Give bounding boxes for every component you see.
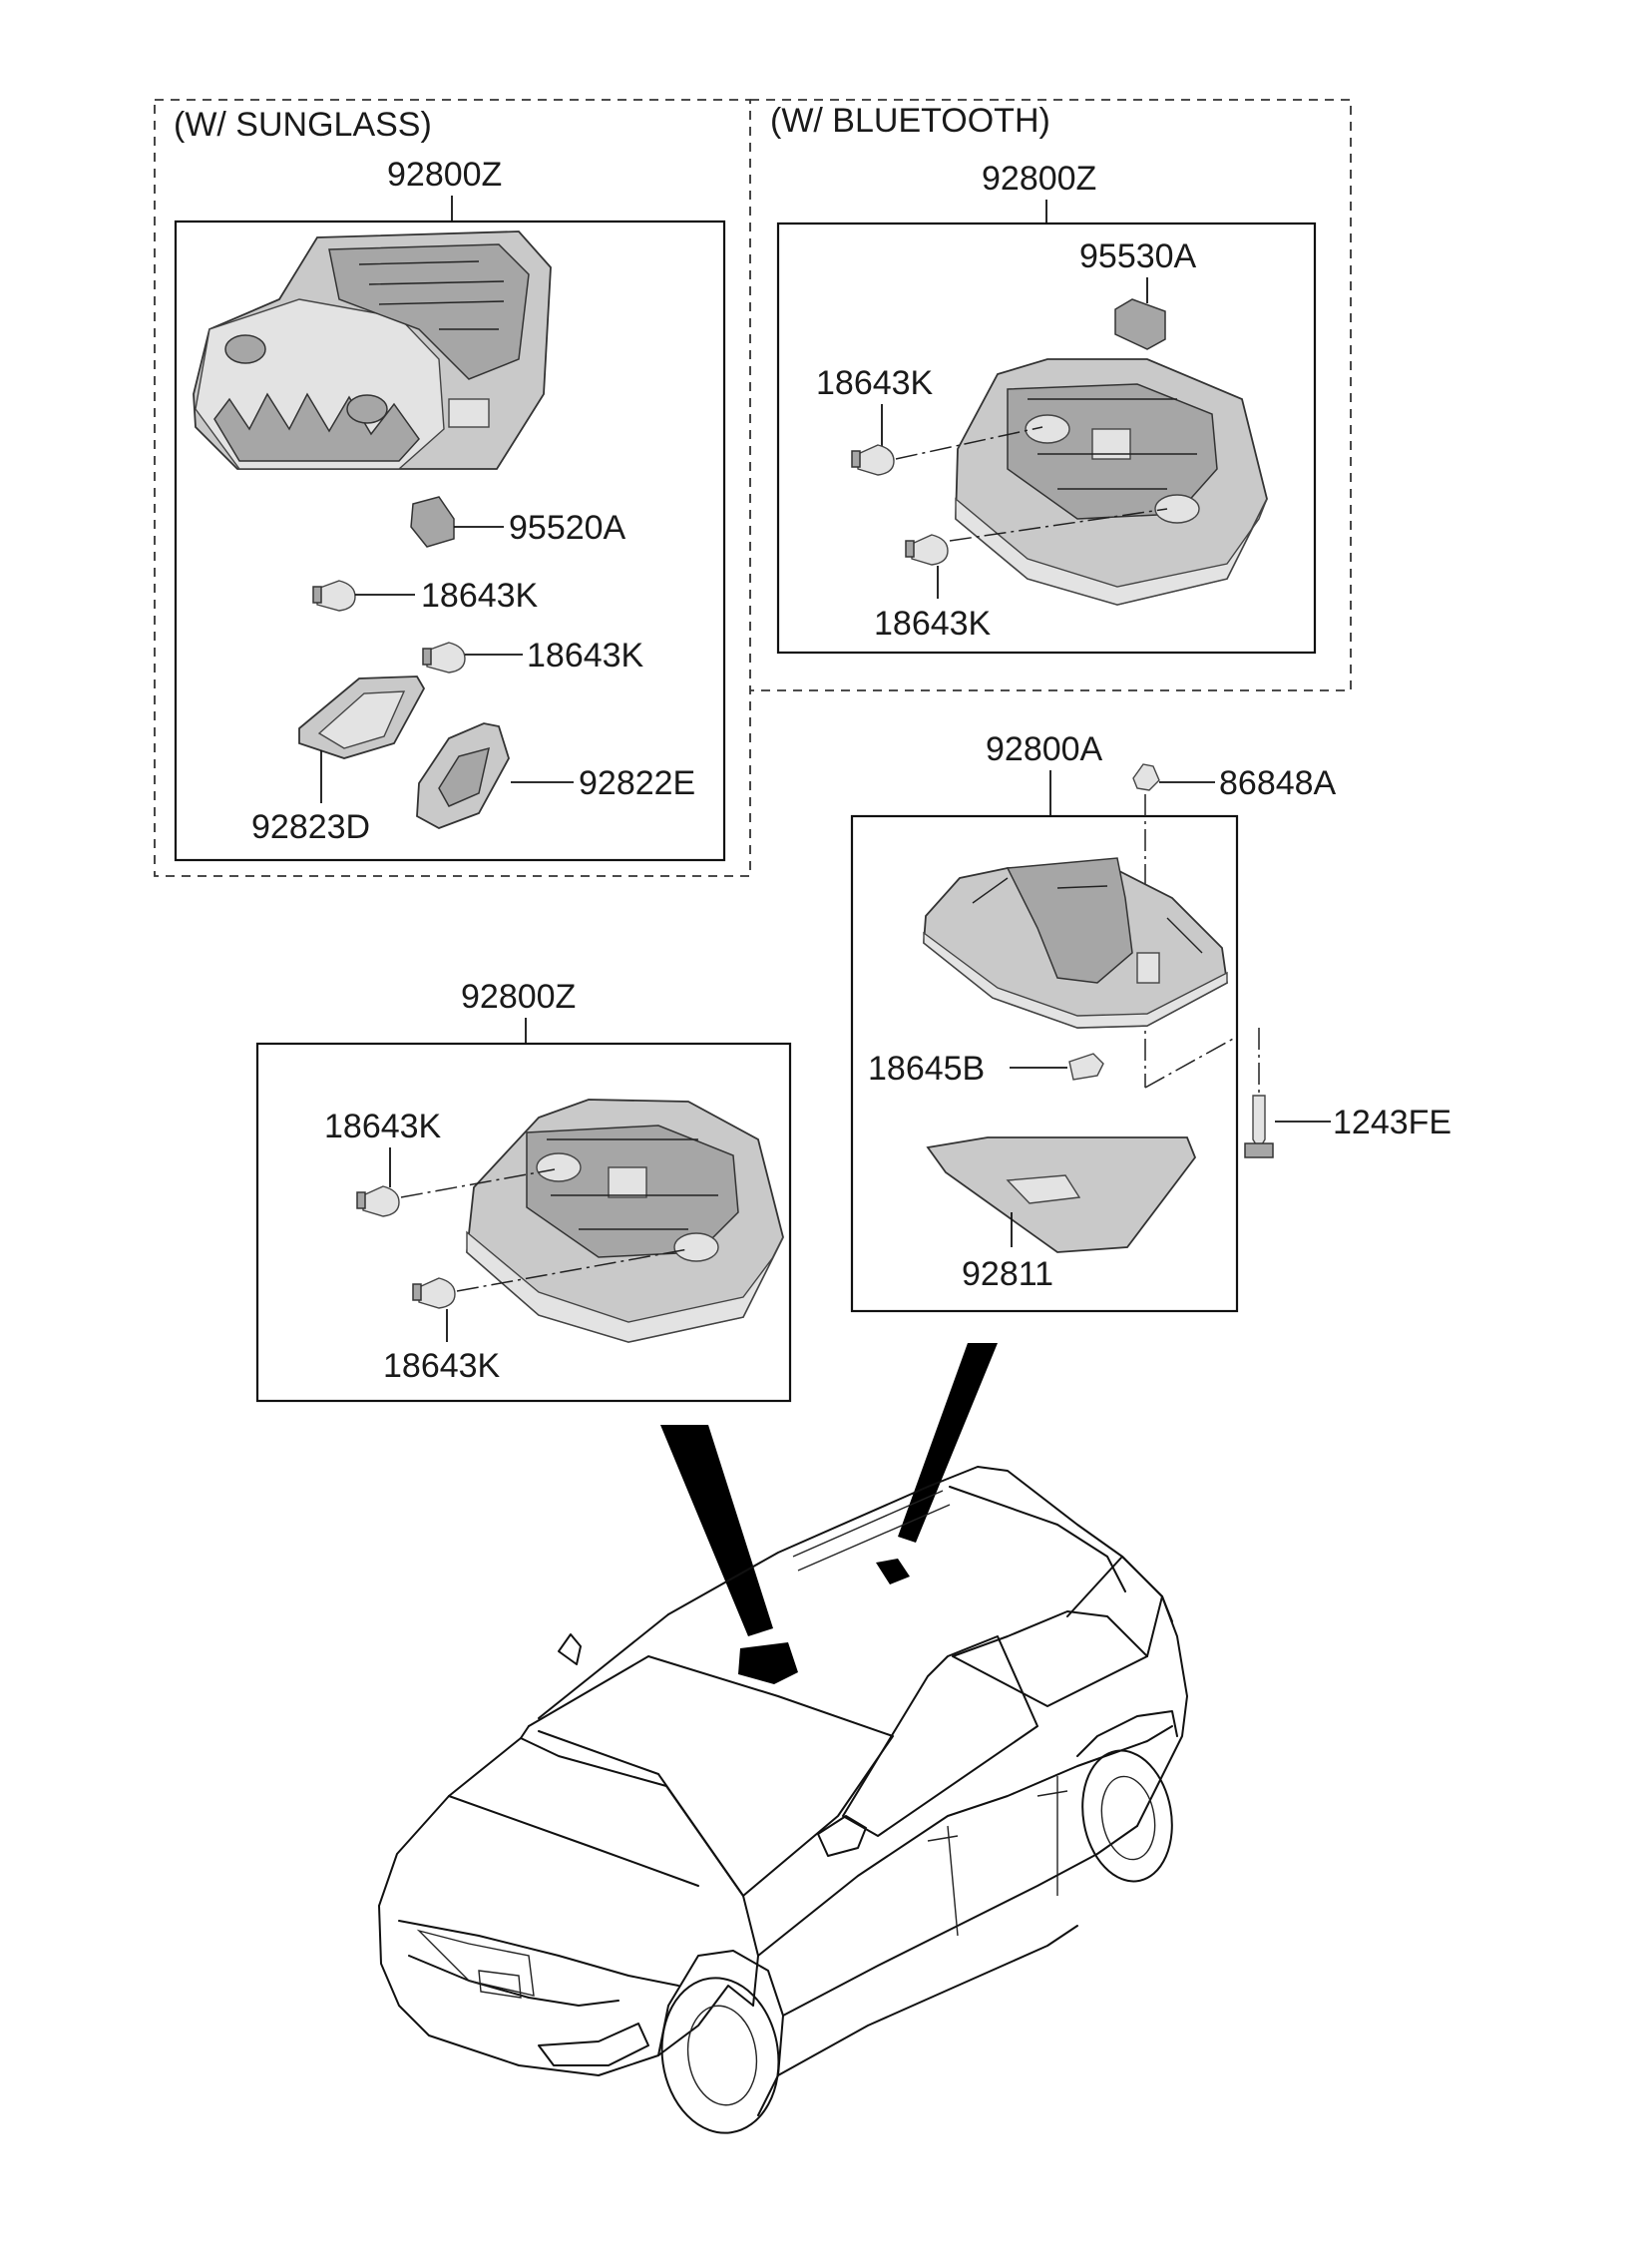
part-18643K-bulb-2: 18643K [422,637,644,675]
group-sunglass: (W/ SUNGLASS) 92800Z 95520A 18643K [154,99,751,877]
option-header-sunglass: (W/ SUNGLASS) [174,106,432,144]
vehicle-outline-drawing [378,1466,1188,2134]
part-95530A: 95530A [1079,237,1197,350]
part-18643K-bulb-6: 18643K [383,1248,689,1385]
assembly-label-room-lamp: 92800A [986,730,1103,768]
part-95520A: 95520A [410,496,626,548]
part-18643K-bulb-5: 18643K [324,1108,556,1217]
part-label-92811: 92811 [962,1255,1053,1293]
part-label-18643K-4: 18643K [874,605,992,643]
part-label-92822E: 92822E [579,764,695,802]
part-18643K-bulb-3: 18643K [816,364,1043,476]
assembly-label-standard: 92800Z [461,978,576,1016]
part-92811-lens: 92811 [926,1136,1197,1293]
assembly-frame-sunglass [174,220,726,862]
part-label-92823D: 92823D [251,808,370,846]
overhead-console-sunglass-drawing [193,230,552,470]
part-label-18643K-6: 18643K [383,1347,501,1385]
overhead-console-bluetooth-drawing [955,358,1268,606]
part-label-86848A: 86848A [1219,764,1337,802]
overhead-console-standard-drawing [466,1099,784,1343]
part-label-18643K-1: 18643K [421,577,539,615]
assembly-frame-bluetooth [776,222,1317,655]
part-label-18643K-2: 18643K [527,637,644,675]
pointer-front-console [660,1425,773,1636]
group-room-lamp: 92800A 86848A 18645B [850,730,1451,1313]
part-label-95520A: 95520A [509,509,626,547]
option-boundary-sunglass [154,99,751,877]
part-label-18643K-3: 18643K [816,364,934,402]
part-18643K-bulb-1: 18643K [312,577,539,615]
part-label-18643K-5: 18643K [324,1108,442,1145]
part-1243FE-screw: 1243FE [1244,1028,1451,1158]
assembly-frame-standard [255,1042,792,1403]
group-standard: 92800Z 18643K 18643K [255,978,792,1403]
part-18643K-bulb-4: 18643K [874,508,1168,643]
room-lamp-housing-drawing [923,857,1228,1029]
part-92823D-lens: 92823D [251,676,426,846]
part-label-95530A: 95530A [1079,237,1197,275]
marker-room-lamp-location [876,1559,910,1584]
marker-front-console-location [738,1642,798,1684]
option-boundary-bluetooth [750,99,1352,691]
option-header-bluetooth: (W/ BLUETOOTH) [770,102,1050,140]
pointer-room-lamp [898,1343,998,1543]
part-label-18645B: 18645B [868,1050,985,1088]
assembly-label-sunglass: 92800Z [387,156,502,194]
assembly-frame-room-lamp [850,814,1239,1313]
location-pointers [660,1343,998,1684]
part-92822E: 92822E [416,722,695,829]
part-label-1243FE: 1243FE [1333,1104,1451,1141]
assembly-label-bluetooth: 92800Z [982,160,1096,198]
part-18645B: 18645B [868,1050,1104,1088]
group-bluetooth: (W/ BLUETOOTH) 92800Z 95530A 18643K [750,99,1352,691]
